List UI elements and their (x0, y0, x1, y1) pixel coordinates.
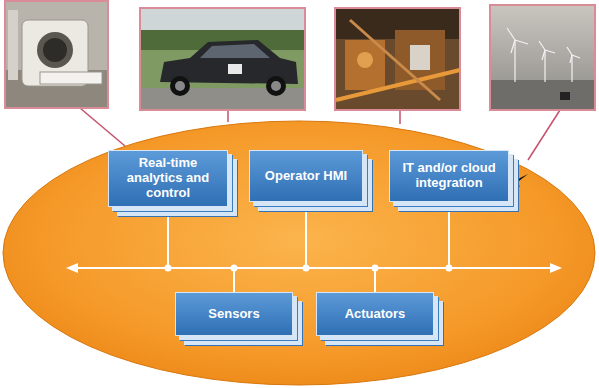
bus-junction (165, 265, 172, 272)
component-box: Operator HMI (249, 150, 363, 202)
wind-farm-photo (539, 41, 545, 50)
wind-farm-photo (507, 28, 580, 82)
bus-connector (168, 207, 375, 292)
wind-farm-photo (491, 80, 594, 109)
box-label: IT and/or cloud integration (390, 161, 508, 191)
wind-farm-photo (507, 28, 515, 40)
component-box: Actuators (316, 292, 434, 336)
factory-photo (357, 52, 373, 68)
mri-photo (8, 10, 18, 80)
bus-line (550, 263, 562, 273)
wind-farm-photo (490, 5, 595, 110)
wind-farm-photo (572, 55, 580, 58)
mri-photo (40, 72, 102, 84)
component-box: IT and/or cloud integration (389, 150, 509, 202)
car-photo (200, 44, 270, 58)
wind-farm-photo (560, 92, 570, 100)
box-label: Sensors (203, 307, 264, 322)
mri-photo (37, 32, 73, 68)
mri-photo (5, 1, 108, 108)
bus-connector (375, 202, 449, 292)
bus-junction (446, 265, 453, 272)
leader-line (528, 110, 560, 160)
wind-farm-photo (545, 50, 555, 53)
wireless-bolt (506, 174, 528, 196)
car-photo (228, 64, 242, 74)
mri-photo (5, 1, 108, 108)
car-photo (140, 8, 305, 110)
leader-line (399, 110, 401, 124)
bus-connector (168, 207, 234, 292)
wind-farm-photo (542, 50, 545, 60)
box-label: Real-time analytics and control (109, 156, 227, 201)
car-photo (140, 8, 305, 110)
mri-photo (6, 70, 107, 107)
leader-line (80, 108, 125, 146)
leader-line (227, 110, 229, 122)
factory-photo (336, 70, 460, 100)
component-box: Real-time analytics and control (108, 150, 228, 207)
factory-photo (335, 8, 460, 110)
bus-connector (234, 268, 375, 292)
bus-connector (306, 202, 449, 268)
system-ellipse (3, 121, 595, 385)
car-photo (266, 76, 286, 96)
component-box: Sensors (175, 292, 293, 336)
wind-farm-photo (511, 40, 515, 53)
wind-farm-photo (544, 50, 545, 82)
bus-junction (372, 265, 379, 272)
mri-photo (43, 38, 67, 62)
factory-photo (410, 45, 430, 70)
wind-farm-photo (570, 55, 572, 63)
bus-connector (168, 202, 449, 268)
wind-farm-photo (567, 47, 572, 55)
factory-photo (350, 20, 440, 100)
bus-junction (303, 265, 310, 272)
car-photo (175, 81, 185, 91)
box-label: Operator HMI (260, 169, 352, 184)
bus-connector (168, 202, 306, 268)
car-photo (271, 81, 281, 91)
wind-farm-photo (514, 40, 515, 82)
bus-connector (234, 202, 306, 292)
car-photo (170, 76, 190, 96)
wind-farm-photo (515, 40, 528, 44)
bus-line (66, 263, 78, 273)
bus-connector (234, 202, 449, 292)
factory-photo (335, 8, 460, 110)
box-label: Actuators (340, 307, 411, 322)
wind-farm-photo (490, 5, 595, 110)
bus-connector (306, 202, 375, 292)
bus-junction (231, 265, 238, 272)
